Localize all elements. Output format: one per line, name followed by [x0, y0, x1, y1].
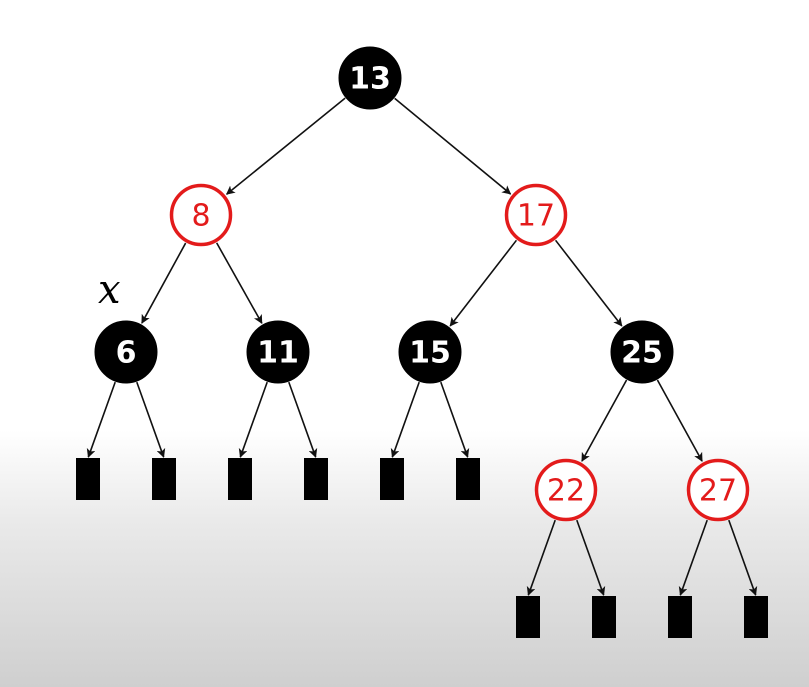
nil-leaf — [304, 458, 328, 500]
node-key-label: 15 — [409, 336, 451, 371]
edges-layer — [86, 97, 758, 596]
nil-leaf — [76, 458, 100, 500]
nil-leaf — [228, 458, 252, 500]
edge-n22-l22b — [576, 519, 606, 596]
nil-leaf — [744, 596, 768, 638]
edge-n11-l11b — [288, 381, 318, 458]
node-key-label: 6 — [116, 336, 137, 371]
edge-n13-n8 — [225, 97, 346, 195]
node-key-label: 17 — [517, 199, 555, 234]
edge-n8-n11 — [215, 242, 263, 325]
red-node-circle — [169, 183, 233, 247]
red-node-circle — [504, 183, 568, 247]
edge-n11-l11a — [238, 381, 268, 458]
pointer-label-x: x — [98, 267, 121, 313]
node-key-label: 27 — [699, 474, 737, 509]
node-key-label: 13 — [349, 62, 391, 97]
black-node-circle — [246, 320, 310, 384]
black-node-circle — [610, 320, 674, 384]
tree-node-25: 25 — [610, 320, 674, 384]
node-key-label: 22 — [547, 474, 585, 509]
nil-leaf — [668, 596, 692, 638]
edge-n15-l15b — [440, 381, 470, 458]
edge-n22-l22a — [526, 519, 556, 596]
nil-leaf — [592, 596, 616, 638]
black-node-circle — [94, 320, 158, 384]
node-key-label: 8 — [191, 199, 210, 234]
node-key-label: 25 — [621, 336, 663, 371]
edge-n25-n22 — [581, 379, 628, 462]
edge-n27-l27b — [728, 519, 758, 596]
red-node-circle — [686, 458, 750, 522]
tree-node-17: 17 — [504, 183, 568, 247]
tree-node-27: 27 — [686, 458, 750, 522]
tree-node-6: 6 — [94, 320, 158, 384]
red-node-circle — [534, 458, 598, 522]
nil-leaf — [516, 596, 540, 638]
nil-leaf — [152, 458, 176, 500]
edge-n17-n25 — [554, 239, 623, 327]
tree-node-8: 8 — [169, 183, 233, 247]
black-node-circle — [338, 46, 402, 110]
edge-n6-l6a — [86, 381, 116, 458]
edge-n25-n27 — [656, 379, 703, 462]
nil-leaves-layer — [76, 458, 768, 638]
tree-node-15: 15 — [398, 320, 462, 384]
node-key-label: 11 — [257, 336, 299, 371]
tree-node-22: 22 — [534, 458, 598, 522]
edge-n17-n15 — [449, 239, 518, 327]
nil-leaf — [456, 458, 480, 500]
tree-node-13: 13 — [338, 46, 402, 110]
pointer-layer: x — [98, 267, 121, 313]
tree-node-11: 11 — [246, 320, 310, 384]
edge-n15-l15a — [390, 381, 420, 458]
edge-n6-l6b — [136, 381, 166, 458]
black-node-circle — [398, 320, 462, 384]
edge-n8-n6 — [141, 242, 187, 324]
nil-leaf — [380, 458, 404, 500]
edge-n27-l27a — [678, 519, 708, 596]
nodes-layer: 13 8 17 6 11 15 25 22 27 — [94, 46, 750, 522]
edge-n13-n17 — [394, 97, 512, 195]
